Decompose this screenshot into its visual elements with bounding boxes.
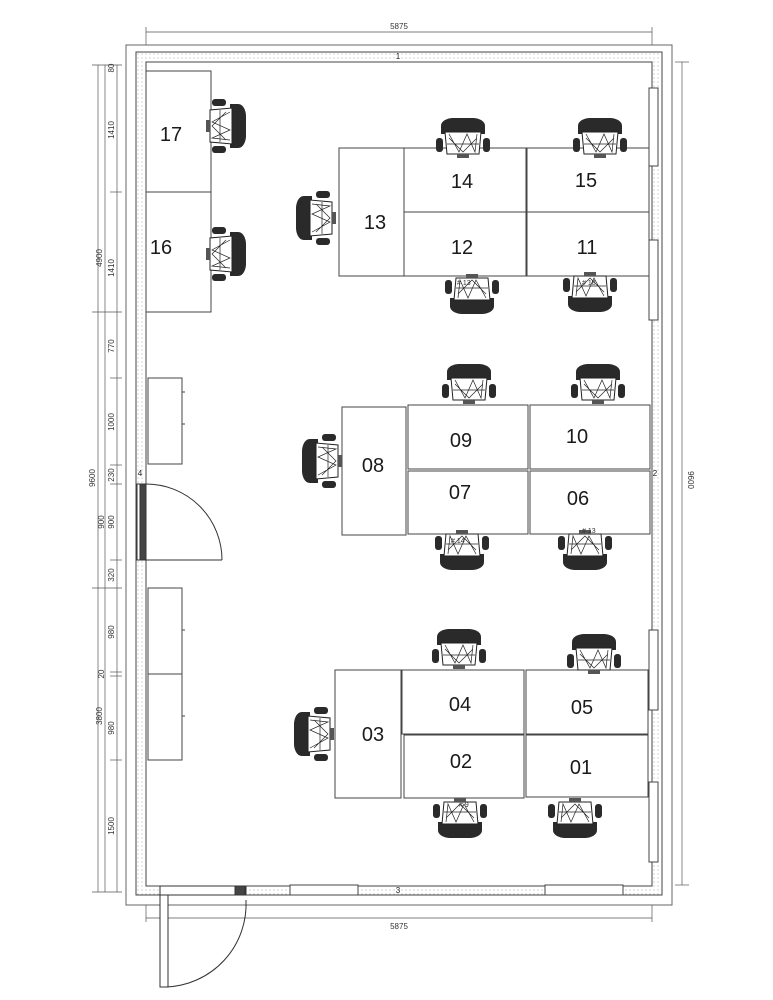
seat-tag-06: # 13 [582, 528, 596, 535]
left-dimension-980b: 980 [107, 721, 116, 735]
wall-label-top: 1 [396, 52, 401, 61]
desk-label-05: 05 [571, 697, 593, 719]
desk-label-09: 09 [450, 430, 472, 452]
left-dimension-230: 230 [107, 468, 116, 482]
desk-label-03: 03 [362, 724, 384, 746]
chair-desk-01 [547, 797, 603, 839]
desk-09 [407, 404, 529, 470]
desk-label-01: 01 [570, 757, 592, 779]
left-dimension-3800: 3800 [95, 707, 104, 725]
right-dimension: 9600 [686, 471, 695, 489]
desk-11 [526, 211, 650, 277]
left-dimension-1410b: 1410 [107, 259, 116, 277]
seat-tag-02: # 9 [459, 802, 469, 809]
desk-06 [529, 470, 651, 535]
left-dimension-900a: 900 [97, 515, 106, 529]
desk-12 [403, 211, 527, 277]
desk-label-08: 08 [362, 455, 384, 477]
left-dimension-20: 20 [97, 669, 106, 678]
left-dimension-770: 770 [107, 339, 116, 353]
left-dimension-980a: 980 [107, 625, 116, 639]
left-dimension-1000: 1000 [107, 413, 116, 431]
windows [289, 87, 659, 896]
desk-label-16: 16 [150, 237, 172, 259]
seat-tag-07: # 14 [451, 538, 465, 545]
desk-label-07: 07 [449, 482, 471, 504]
desk-label-15: 15 [575, 170, 597, 192]
chair-desk-10 [570, 363, 626, 405]
wall-label-left: 4 [138, 469, 143, 478]
chair-desk-16 [205, 226, 247, 282]
left-dimension-4900: 4900 [95, 249, 104, 267]
desk-label-14: 14 [451, 171, 473, 193]
chair-desk-17 [205, 98, 247, 154]
desk-08 [341, 406, 407, 536]
chair-desk-04 [431, 628, 487, 670]
chair-desk-03 [293, 706, 335, 762]
desk-10 [529, 404, 651, 470]
chair-desk-08 [301, 433, 343, 489]
seat-tag-12: # 13 [457, 280, 471, 287]
desk-label-13: 13 [364, 212, 386, 234]
chair-desk-12 [444, 273, 500, 315]
desk-05 [525, 669, 649, 735]
chair-desk-13 [295, 190, 337, 246]
chair-desk-11 [562, 271, 618, 313]
wall-label-right: 2 [653, 469, 658, 478]
desk-03 [334, 669, 402, 799]
desk-04 [401, 669, 525, 735]
desk-label-02: 02 [450, 751, 472, 773]
desks [145, 70, 651, 799]
left-door [136, 483, 223, 561]
left-total-dimension: 9600 [88, 469, 97, 487]
desk-01 [525, 734, 649, 798]
desk-label-06: 06 [567, 488, 589, 510]
wall-label-bottom: 3 [396, 886, 401, 895]
room-walls [125, 44, 673, 906]
desk-label-11: 11 [577, 237, 598, 259]
left-dimension-320: 320 [107, 568, 116, 582]
desk-15 [526, 147, 650, 213]
desk-label-17: 17 [160, 124, 182, 146]
desk-07 [407, 470, 529, 535]
desk-17 [145, 70, 212, 193]
seat-tag-11: # 18 [582, 280, 596, 287]
dimension-lines [92, 27, 689, 922]
wall-cabinets [147, 377, 185, 761]
desk-label-04: 04 [449, 694, 471, 716]
chair-desk-07 [434, 529, 490, 571]
top-dimension: 5875 [390, 22, 408, 31]
left-dimension-1410a: 1410 [107, 121, 116, 139]
chair-desk-06 [557, 529, 613, 571]
bottom-door [159, 885, 247, 988]
desk-02 [403, 734, 525, 799]
left-dimension-80: 80 [107, 63, 116, 72]
desk-14 [403, 147, 527, 213]
desk-16 [145, 191, 212, 313]
bottom-dimension: 5875 [390, 922, 408, 931]
left-dimension-900b: 900 [107, 515, 116, 529]
desk-label-12: 12 [451, 237, 473, 259]
left-dimension-1500: 1500 [107, 817, 116, 835]
desk-label-10: 10 [566, 426, 588, 448]
chair-desk-09 [441, 363, 497, 405]
chair-desk-05 [566, 633, 622, 675]
